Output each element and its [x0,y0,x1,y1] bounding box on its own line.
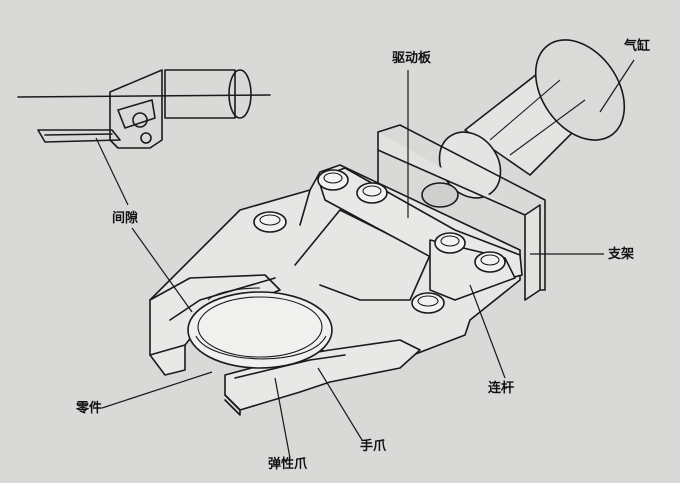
leader-lines [95,59,635,459]
label-tanxingzhua: 弹性爪 [268,457,308,472]
label-jianxi: 间隙 [112,211,139,226]
label-liangan: 连杆 [488,381,515,396]
spring-claw-curve [195,335,327,360]
pin-5-top [480,254,500,266]
cylinder [438,39,626,199]
pin-6-top [417,295,439,307]
leader-shouzhua [317,367,363,441]
workpiece-ring-inner [197,296,323,358]
jaw-left-slot [169,277,276,321]
pin-4-top [440,235,460,247]
leader-lingjian [101,371,213,409]
workpiece-ring-outer [187,291,333,369]
cylinder-line-2 [509,99,586,156]
spring-claw-top [207,287,261,301]
label-qudongban: 驱动板 [392,51,432,66]
bracket-hole [421,182,459,208]
leader-jianxi-lower [131,227,193,313]
inset-link [117,99,156,129]
label-zhijia: 支架 [608,247,635,262]
jaw-right-front [224,394,241,416]
pins [253,169,506,314]
label-lingjian: 零件 [76,401,103,416]
inset-cylinder [164,69,236,119]
leader-qigang [599,59,635,113]
inset-axis-line [17,94,271,98]
label-qigang: 气缸 [624,39,651,54]
jaw-left-edge [149,344,186,356]
cylinder-end-cap [534,39,626,141]
body-edge-1 [299,189,311,226]
inset-jaw-edge [44,133,113,136]
leader-tanxingzhua [274,377,291,459]
pin-2-top [323,172,343,184]
workpiece [187,287,333,369]
leader-jianxi-upper [95,137,129,206]
pin-3-top [362,185,382,197]
bracket-top-edge [377,124,546,291]
label-shouzhua: 手爪 [360,439,387,454]
inset-side-view [17,69,271,149]
leader-liangan [469,284,506,379]
inset-pivot-upper [132,112,148,128]
jaw-right-slot [234,354,346,379]
inset-cylinder-end [228,69,252,119]
cylinder-line-1 [489,79,561,141]
pin-1-top [259,214,281,226]
body-center-recess [294,209,431,301]
inset-jaw-top [37,129,121,143]
inset-pivot-lower [140,132,152,144]
